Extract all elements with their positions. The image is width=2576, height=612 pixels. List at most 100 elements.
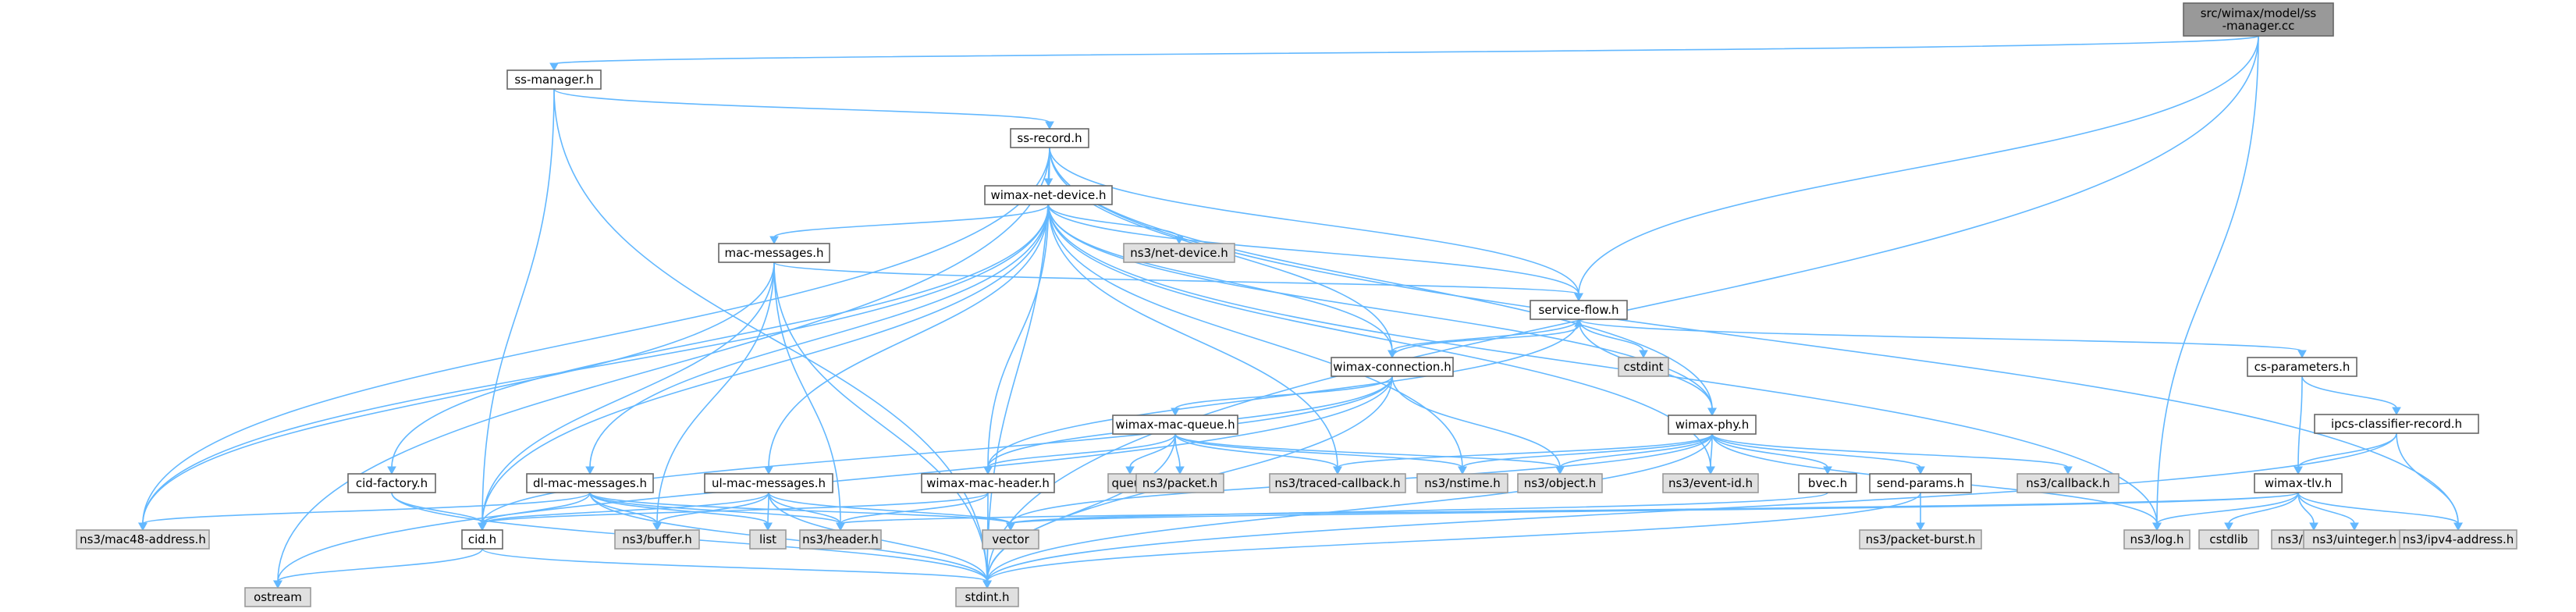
node-bvec[interactable]: bvec.h: [1798, 473, 1857, 493]
edge-dlmacmessages-to-ns3mac48address: [138, 492, 591, 532]
node-ns3packet[interactable]: ns3/packet.h: [1135, 473, 1224, 493]
node-wimaxmacqueue[interactable]: wimax-mac-queue.h: [1112, 415, 1238, 435]
node-label: ns3/packet-burst.h: [1866, 532, 1976, 546]
node-wimaxtlv[interactable]: wimax-tlv.h: [2254, 473, 2343, 493]
edge-wimaxmacqueue-to-ns3nstime: [1174, 433, 1467, 475]
node-ns3callback[interactable]: ns3/callback.h: [2016, 473, 2119, 493]
edge-wimaxtlv-to-ns3ipv4address: [2297, 492, 2463, 532]
edge-wimaxmacqueue-to-ns3tracedcallback: [1174, 433, 1342, 475]
edge-wimaxmacheader-to-ns3header: [836, 492, 989, 532]
node-cstdlib[interactable]: cstdlib: [2198, 529, 2259, 550]
edge-wimaxmacqueue-to-queue: [1125, 433, 1176, 475]
node-ns3eventid[interactable]: ns3/event-id.h: [1662, 473, 1759, 493]
node-label: ns3/buffer.h: [622, 532, 692, 546]
edge-sendparams-to-ns3packetburst: [1916, 493, 1925, 532]
graph-nodes: src/wimax/model/ss-manager.cc ss-manager.…: [76, 2, 2517, 607]
node-label: stdint.h: [965, 590, 1009, 604]
edge-macmessages-to-serviceflow: [773, 262, 1583, 302]
node-root[interactable]: src/wimax/model/ss-manager.cc: [2183, 2, 2334, 37]
node-wimaxphy[interactable]: wimax-phy.h: [1668, 415, 1757, 435]
node-label: cstdint: [1623, 360, 1663, 374]
edge-ssmanager-to-ssrecord: [553, 88, 1054, 130]
edge-wimaxmacqueue-to-ns3packet: [1174, 433, 1185, 475]
edge-macmessages-to-ns3mac48address: [138, 262, 775, 532]
node-label: ostream: [254, 590, 302, 604]
node-label: wimax-connection.h: [1333, 360, 1451, 374]
node-vector[interactable]: vector: [982, 529, 1039, 550]
node-cstdint[interactable]: cstdint: [1618, 357, 1669, 377]
node-label: ns3/event-id.h: [1668, 476, 1753, 490]
edge-cid-to-stdint: [481, 548, 992, 589]
edge-root-to-ns3log: [2152, 35, 2259, 532]
node-label: wimax-mac-queue.h: [1115, 418, 1235, 432]
node-ssrecord[interactable]: ss-record.h: [1010, 128, 1089, 148]
edge-wimaxtlv-to-cstdlib: [2224, 492, 2299, 532]
node-serviceflow[interactable]: service-flow.h: [1530, 300, 1628, 320]
node-label: ns3/object.h: [1524, 476, 1596, 490]
node-label: ns3/ipv4-address.h: [2403, 532, 2514, 546]
edge-wimaxnetdevice-to-cidfactory: [387, 204, 1050, 475]
node-label: dl-mac-messages.h: [533, 476, 647, 490]
node-label: wimax-mac-header.h: [926, 476, 1050, 490]
node-ns3nstime[interactable]: ns3/nstime.h: [1416, 473, 1508, 493]
edge-root-to-ssmanager: [549, 35, 2259, 72]
edge-ssrecord-to-ostream: [273, 147, 1050, 589]
node-ns3log[interactable]: ns3/log.h: [2123, 529, 2190, 550]
node-ns3object[interactable]: ns3/object.h: [1517, 473, 1603, 493]
node-ns3buffer[interactable]: ns3/buffer.h: [614, 529, 700, 550]
node-label: ss-manager.h: [514, 73, 593, 87]
node-label: ns3/packet.h: [1142, 476, 1217, 490]
node-label: cstdlib: [2209, 532, 2247, 546]
node-label: ns3/uinteger.h: [2312, 532, 2397, 546]
graph-edges: [138, 35, 2463, 589]
edge-wimaxconnection-to-serviceflow: [1391, 318, 1583, 358]
node-ns3netdevice[interactable]: ns3/net-device.h: [1123, 243, 1235, 263]
edge-wimaxphy-to-ns3eventid: [1706, 433, 1715, 475]
edge-root-to-serviceflow: [1574, 35, 2259, 302]
node-label: ns3/log.h: [2130, 532, 2183, 546]
edge-ipcsclassifierrecord-to-wimaxtlv: [2294, 432, 2397, 475]
node-ulmacmessages[interactable]: ul-mac-messages.h: [704, 473, 833, 493]
edge-csparameters-to-ipcsclassifierrecord: [2301, 375, 2401, 416]
node-csparameters[interactable]: cs-parameters.h: [2247, 357, 2357, 377]
edge-wimaxnetdevice-to-macmessages: [769, 204, 1050, 245]
edge-wimaxnetdevice-to-dlmacmessages: [585, 204, 1050, 475]
node-label: send-params.h: [1877, 476, 1964, 490]
edge-wimaxtlv-to-ns3log: [2152, 492, 2299, 532]
node-wimaxconnection[interactable]: wimax-connection.h: [1331, 357, 1454, 377]
node-label: src/wimax/model/ss: [2201, 6, 2317, 20]
edge-wimaxphy-to-sendparams: [1711, 433, 1925, 475]
node-ipcsclassifierrecord[interactable]: ipcs-classifier-record.h: [2314, 414, 2479, 434]
edge-csparameters-to-wimaxtlv: [2294, 375, 2303, 475]
node-cid[interactable]: cid.h: [461, 529, 503, 550]
edge-sendparams-to-stdint: [982, 492, 1921, 589]
node-ns3packetburst[interactable]: ns3/packet-burst.h: [1859, 529, 1982, 550]
node-ns3uinteger[interactable]: ns3/uinteger.h: [2303, 529, 2406, 550]
node-list[interactable]: list: [749, 529, 787, 550]
edge-wimaxtlv-to-ns3header: [836, 492, 2299, 532]
node-ostream[interactable]: ostream: [244, 587, 311, 607]
node-macmessages[interactable]: mac-messages.h: [718, 243, 830, 263]
node-ns3tracedcallback[interactable]: ns3/traced-callback.h: [1269, 473, 1406, 493]
node-label: cid.h: [468, 532, 496, 546]
edge-ssrecord-to-ns3mac48address: [138, 147, 1050, 532]
node-ssmanager[interactable]: ss-manager.h: [506, 69, 602, 90]
node-label: ns3/callback.h: [2026, 476, 2110, 490]
node-ns3mac48address[interactable]: ns3/mac48-address.h: [76, 529, 210, 550]
node-label: bvec.h: [1808, 476, 1847, 490]
edge-wimaxphy-to-ns3tracedcallback: [1333, 433, 1713, 475]
node-label: cs-parameters.h: [2254, 360, 2350, 374]
node-wimaxmacheader[interactable]: wimax-mac-header.h: [921, 473, 1055, 493]
node-dlmacmessages[interactable]: dl-mac-messages.h: [526, 473, 654, 493]
edge-wimaxtlv-to-ns3assert: [2297, 492, 2318, 532]
node-ns3header[interactable]: ns3/header.h: [799, 529, 882, 550]
node-cidfactory[interactable]: cid-factory.h: [347, 473, 436, 493]
node-sendparams[interactable]: send-params.h: [1869, 473, 1972, 493]
node-label: ns3/mac48-address.h: [80, 532, 206, 546]
edge-wimaxphy-to-ns3nstime: [1458, 433, 1713, 475]
edge-wimaxconnection-to-wimaxmacqueue: [1171, 375, 1393, 417]
node-ns3ipv4address[interactable]: ns3/ipv4-address.h: [2399, 529, 2517, 550]
edge-wimaxphy-to-ns3callback: [1711, 433, 2073, 475]
node-stdint[interactable]: stdint.h: [955, 587, 1019, 607]
node-wimaxnetdevice[interactable]: wimax-net-device.h: [984, 185, 1113, 205]
